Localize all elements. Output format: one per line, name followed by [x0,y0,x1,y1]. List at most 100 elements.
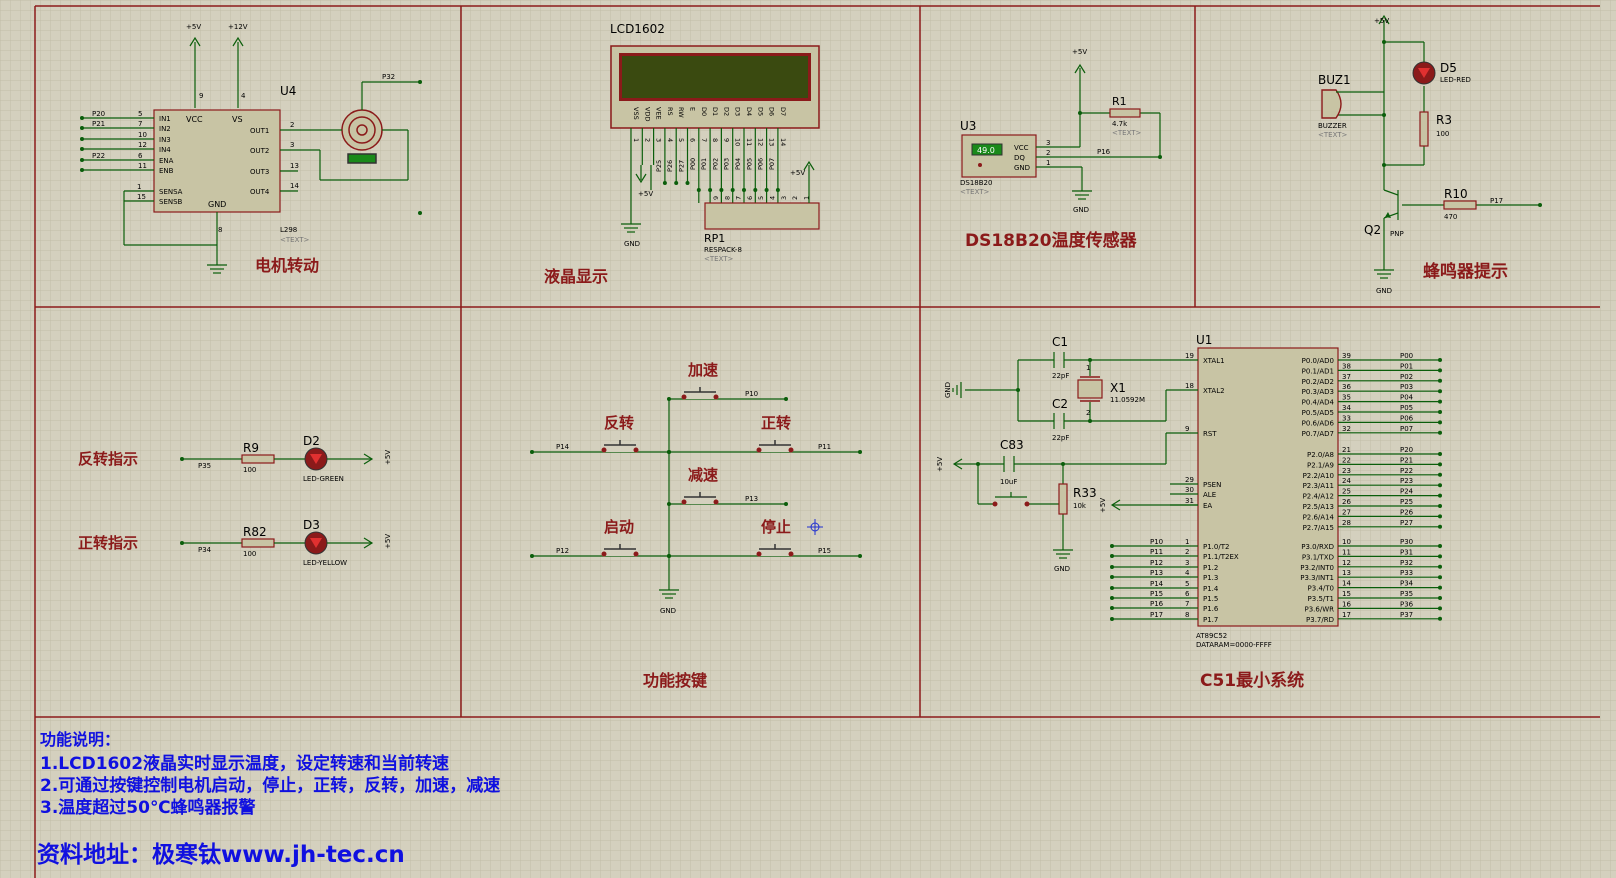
key-terminal [530,554,534,558]
key-label: 停止 [761,518,791,536]
indicator-vcc: +5V [384,534,392,549]
c51-left-pin-name: ALE [1203,491,1216,499]
c51-right-pin-num: 23 [1342,467,1351,475]
r10-val: 470 [1444,213,1457,221]
lcd-data-junction [775,188,780,192]
key-contact [756,551,762,557]
buz-gnd: GND [1376,287,1392,295]
motor-input-pin: 6 [138,152,143,160]
lcd-pin-num: 13 [768,138,776,146]
r3-ref: R3 [1436,113,1452,127]
c51-p1-terminal [1110,554,1114,558]
rp-pin-num: 4 [769,196,777,200]
c51-right-terminal [1438,524,1442,529]
c51-right-terminal [1438,544,1442,548]
osc-gnd: GND [944,382,952,398]
c51-left-pin-num: 31 [1185,497,1194,505]
ds-pin-num: 2 [1046,149,1050,157]
c51-left-pin-num: 29 [1185,476,1194,484]
description-line-1: 1.LCD1602液晶实时显示温度，设定转速和当前转速 [40,753,449,774]
c51-right-terminal [1438,554,1442,559]
c51-right-terminal [1438,616,1442,621]
c51-left-pin-name: P1.1/T2EX [1203,553,1239,561]
c51-right-terminal [1438,493,1442,498]
motor-input-name: ENA [159,157,174,165]
vcc-label: +5V [186,23,201,31]
c83-ref: C83 [1000,438,1024,452]
indicator-r-val: 100 [243,466,256,474]
key-net: P12 [556,547,569,555]
encoder-net: P32 [382,73,395,81]
c51-right-pin-num: 21 [1342,446,1351,454]
section-title-ds18b20: DS18B20温度传感器 [965,230,1138,251]
lcd-pin-name: RW [677,107,685,118]
lcd-data-net: P07 [768,158,776,170]
u1-extra: DATARAM=0000-FFFF [1196,641,1272,649]
c51-p1-terminal [1110,586,1114,590]
x1-pin1: 1 [1086,364,1090,372]
c51-left-pin-name: P1.5 [1203,595,1218,603]
c51-right-net: P27 [1400,519,1413,527]
c51-right-net: P31 [1400,548,1413,556]
c51-right-pin-name: P0.5/AD5 [1302,409,1334,417]
l298-text-tag: <TEXT> [280,236,310,244]
indicator-r-val: 100 [243,550,256,558]
temp-display: 49.0 [977,146,995,155]
indicator-resistor [241,538,275,548]
c51-right-pin-name: P0.6/AD6 [1302,419,1335,427]
ds-vcc: +5V [1072,48,1087,56]
resistor-pack [704,202,820,230]
c51-left-pin-name: XTAL1 [1203,357,1225,365]
c51-p1-terminal [1110,596,1114,600]
lcd-data-junction [753,188,758,192]
c51-right-pin-num: 14 [1342,580,1351,588]
c51-right-terminal [1438,514,1442,519]
lcd-pin-name: E [689,107,697,111]
c51-right-pin-num: 15 [1342,590,1351,598]
c51-right-net: P25 [1400,498,1413,506]
c51-right-pin-num: 28 [1342,519,1351,527]
r1-text: <TEXT> [1112,129,1142,137]
c51-right-pin-num: 39 [1342,352,1351,360]
c51-right-net: P01 [1400,362,1413,370]
key-contact [756,447,762,453]
description-line-3: 3.温度超过50℃蜂鸣器报警 [40,797,256,818]
buz-text: <TEXT> [1318,131,1348,139]
lcd-pin-name: D5 [756,107,764,116]
motor-input-name: IN3 [159,136,171,144]
key-gnd-junction [667,397,671,401]
r33-val: 10k [1073,502,1087,510]
lcd-vcc2: +5V [790,169,805,177]
r1-ref: R1 [1112,95,1127,108]
lcd-data-net: P06 [757,158,765,170]
ds-net: P16 [1097,148,1111,156]
key-gap [682,389,718,399]
lcd-data-net: P00 [689,158,697,170]
rst-gnd: GND [1054,565,1070,573]
resource-footer: 资料地址：极寒钛www.jh-tec.cn [37,841,405,868]
c51-right-terminal [1438,462,1442,467]
c51-right-pin-num: 33 [1342,414,1351,422]
lcd-pin-num: 9 [722,138,730,142]
key-terminal [530,450,534,454]
r3-resistor [1419,111,1429,147]
gnd-pin-name: GND [208,200,226,209]
rp1-ref: RP1 [704,232,725,245]
c51-right-pin-name: P0.4/AD4 [1302,399,1335,407]
c51-right-terminal [1438,420,1442,425]
c51-right-pin-name: P2.6/A14 [1303,513,1335,521]
c51-p1-net: P17 [1150,611,1163,619]
key-contact [788,447,794,453]
x1-ref: X1 [1110,381,1126,395]
c51-left-pin-num: 6 [1185,590,1190,598]
indicator-r-ref: R9 [243,441,259,455]
c51-right-pin-name: P3.5/T1 [1308,595,1334,603]
c51-p1-terminal [1110,575,1114,579]
ds-gnd: GND [1073,206,1089,214]
c51-right-pin-num: 25 [1342,488,1351,496]
ds18b20-sensor [961,134,1037,178]
c51-right-net: P07 [1400,425,1413,433]
indicator-d-ref: D2 [303,434,320,448]
